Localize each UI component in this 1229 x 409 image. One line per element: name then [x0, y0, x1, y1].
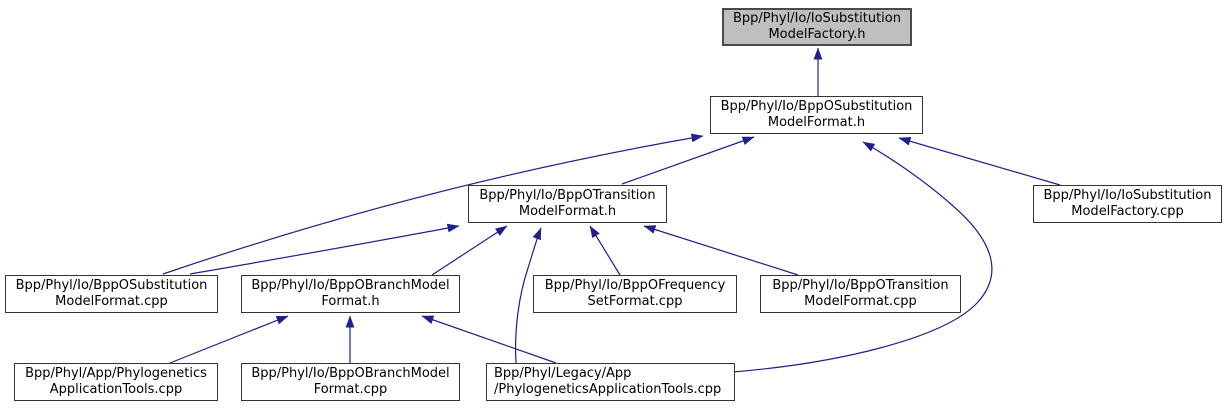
edge-phylo-app-cpp-to-branch-h — [169, 315, 289, 364]
edge-legacy-cpp-to-branch-h — [421, 315, 557, 364]
edge-substitution-cpp-to-substitution-h — [162, 133, 704, 275]
node-phylogenetics-application-tools-cpp[interactable]: Bpp/Phyl/App/Phylogenetics ApplicationTo… — [14, 363, 218, 401]
node-bppo-substitution-model-format-h[interactable]: Bpp/Phyl/Io/BppOSubstitution ModelFormat… — [710, 96, 923, 134]
edge-transition-h-to-substitution-h — [621, 136, 755, 185]
edge-legacy-cpp-to-transition-h — [515, 227, 542, 364]
node-bppo-frequency-set-format-cpp[interactable]: Bpp/Phyl/Io/BppOFrequency SetFormat.cpp — [533, 275, 737, 313]
node-bppo-substitution-model-format-cpp[interactable]: Bpp/Phyl/Io/BppOSubstitution ModelFormat… — [5, 275, 218, 313]
edge-branch-h-to-transition-h — [431, 225, 508, 276]
edge-substitution-cpp-to-transition-h — [189, 223, 460, 275]
node-bppo-transition-model-format-cpp[interactable]: Bpp/Phyl/Io/BppOTransition ModelFormat.c… — [760, 275, 961, 313]
edge-frequency-cpp-to-transition-h — [589, 225, 621, 276]
edge-factory-cpp-to-substitution-h — [898, 136, 1061, 186]
node-io-substitution-model-factory-cpp[interactable]: Bpp/Phyl/Io/IoSubstitution ModelFactory.… — [1033, 185, 1222, 223]
node-bppo-branch-model-format-cpp[interactable]: Bpp/Phyl/Io/BppOBranchModel Format.cpp — [241, 363, 460, 401]
node-bppo-transition-model-format-h[interactable]: Bpp/Phyl/Io/BppOTransition ModelFormat.h — [468, 185, 667, 223]
node-legacy-phylogenetics-application-tools-cpp[interactable]: Bpp/Phyl/Legacy/App /PhylogeneticsApplic… — [486, 363, 735, 401]
node-io-substitution-model-factory-h[interactable]: Bpp/Phyl/Io/IoSubstitution ModelFactory.… — [722, 8, 912, 46]
edge-transition-cpp-to-transition-h — [643, 225, 799, 276]
edge-legacy-cpp-to-substitution-h — [732, 141, 993, 373]
node-bppo-branch-model-format-h[interactable]: Bpp/Phyl/Io/BppOBranchModel Format.h — [241, 275, 460, 313]
